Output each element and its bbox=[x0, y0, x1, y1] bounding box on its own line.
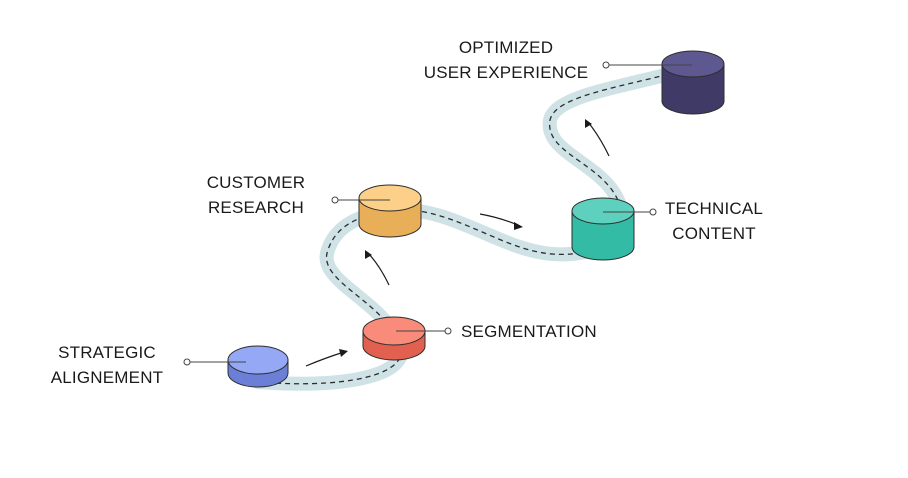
stage-node-strategic bbox=[227, 345, 289, 388]
label-line: ALIGNEMENT bbox=[50, 368, 164, 387]
leader-dot-customer bbox=[331, 196, 339, 204]
label-line: STRATEGIC bbox=[58, 343, 156, 362]
label-customer: CUSTOMER RESEARCH bbox=[196, 170, 316, 220]
cylinder-side bbox=[571, 210, 635, 261]
cylinder-top bbox=[571, 197, 635, 225]
cylinder-top bbox=[227, 345, 289, 375]
road-centerline bbox=[257, 67, 693, 385]
cylinder-top bbox=[358, 184, 422, 212]
label-line: CUSTOMER bbox=[206, 173, 306, 192]
leader-dot-strategic bbox=[183, 358, 191, 366]
label-line: TECHNICAL bbox=[664, 199, 764, 218]
label-line: OPTIMIZED bbox=[458, 38, 554, 57]
arrowhead-icon bbox=[365, 250, 372, 259]
label-line: SEGMENTATION bbox=[461, 322, 597, 341]
stage-node-optimized bbox=[661, 50, 725, 115]
label-strategic: STRATEGIC ALIGNEMENT bbox=[44, 340, 170, 390]
leader-dot-segmentation bbox=[444, 327, 452, 335]
cylinder-top bbox=[661, 50, 725, 78]
label-line: CONTENT bbox=[672, 224, 756, 243]
leader-lines bbox=[183, 61, 692, 366]
arrowheads bbox=[339, 119, 592, 357]
label-optimized: OPTIMIZED USER EXPERIENCE bbox=[418, 35, 594, 85]
arrowhead-icon bbox=[514, 222, 523, 230]
stage-node-segmentation bbox=[362, 316, 426, 361]
arrowhead-icon bbox=[585, 119, 592, 128]
leader-dot-technical bbox=[649, 208, 657, 216]
arrow-icon bbox=[587, 121, 610, 157]
stage-node-technical bbox=[571, 197, 635, 261]
leader-dot-optimized bbox=[602, 61, 610, 69]
label-segmentation: SEGMENTATION bbox=[461, 319, 597, 344]
cylinder-side bbox=[661, 63, 725, 115]
arrow-icon bbox=[367, 252, 390, 286]
stage-node-customer bbox=[358, 184, 422, 238]
arrowhead-icon bbox=[339, 349, 348, 357]
arrow-icon bbox=[305, 351, 345, 367]
label-line: USER EXPERIENCE bbox=[423, 63, 589, 82]
label-line: RESEARCH bbox=[207, 198, 305, 217]
label-technical: TECHNICAL CONTENT bbox=[660, 196, 768, 246]
